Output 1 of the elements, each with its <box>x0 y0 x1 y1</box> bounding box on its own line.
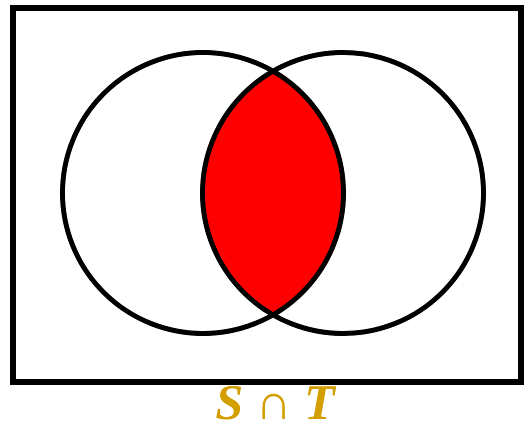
caption: S ∩ T <box>214 373 338 432</box>
